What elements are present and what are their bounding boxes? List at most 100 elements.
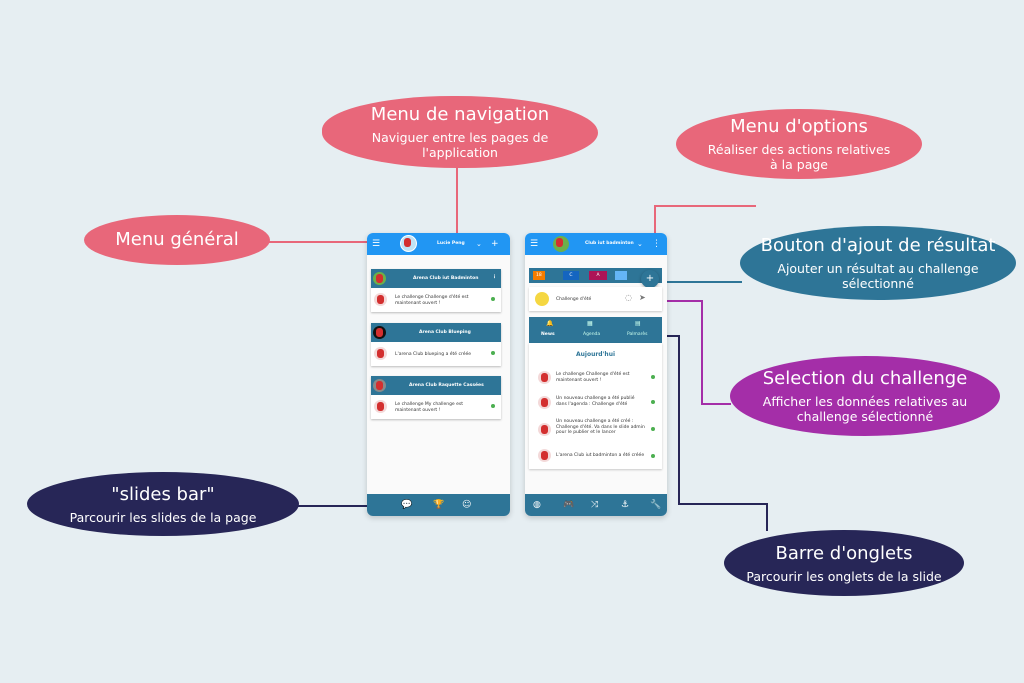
phone-club-detail: ☰ Club iut badminton ⌄ ⋮ 18 C A + Challe…	[525, 233, 667, 516]
tab-palmares[interactable]: Palmarès	[627, 332, 648, 337]
status-dot	[651, 400, 655, 404]
gamepad-icon[interactable]: 🎮	[563, 500, 575, 510]
tab-agenda[interactable]: Agenda	[583, 332, 601, 337]
avatar	[374, 347, 387, 360]
globe-icon[interactable]: ◍	[533, 500, 541, 510]
badge	[615, 271, 627, 280]
badge: A	[589, 271, 607, 280]
status-dot	[651, 454, 655, 458]
connector-ajout	[660, 281, 742, 283]
connector-onglets-h2	[678, 503, 768, 505]
callout-title: Menu d'options	[730, 116, 868, 137]
club-name: Arena Club Raquette Cassées	[409, 383, 484, 388]
club-logo-icon	[373, 272, 386, 285]
group-icon[interactable]: ☺	[462, 500, 472, 510]
shuffle-icon[interactable]: ⤨	[591, 500, 599, 510]
callout-title: Menu de navigation	[370, 104, 550, 125]
connector-onglets-v2	[766, 503, 768, 531]
slides-bar: 💬 🏆 ☺	[367, 494, 510, 516]
connector-selection-h2	[701, 403, 731, 405]
callout-menu-options: Menu d'options Réaliser des actions rela…	[676, 109, 922, 179]
avatar	[538, 371, 551, 384]
chat-icon[interactable]: 💬	[401, 500, 413, 510]
callout-bouton-ajout: Bouton d'ajout de résultat Ajouter un ré…	[740, 226, 1016, 300]
loading-icon: ◌	[625, 293, 632, 302]
club-message: L'arena Club blueping a été créée	[395, 352, 472, 357]
connector-menu-general	[268, 241, 368, 243]
callout-menu-navigation: Menu de navigation Naviguer entre les pa…	[322, 96, 598, 168]
tab-news[interactable]: News	[541, 332, 555, 337]
avatar	[374, 400, 387, 413]
club-message: Le challenge Challenge d'été est mainten…	[395, 295, 469, 306]
club-logo-icon[interactable]	[553, 236, 569, 252]
callout-title: Selection du challenge	[762, 368, 968, 389]
menu-dots-icon[interactable]: ⋮	[492, 274, 497, 280]
connector-selection-v	[701, 300, 703, 404]
slides-bar: ◍ 🎮 ⤨ ⚓ 🔧	[525, 494, 667, 516]
news-item: L'arena Club iut badminton a été créée	[556, 453, 645, 458]
badge: C	[563, 271, 579, 280]
challenge-name: Challenge d'été	[556, 297, 592, 302]
user-name: Lucie Peng	[437, 241, 465, 246]
callout-subtitle: Parcourir les slides de la page	[69, 509, 257, 525]
callout-title: "slides bar"	[111, 483, 215, 505]
callout-barre-onglets: Barre d'onglets Parcourir les onglets de…	[724, 530, 964, 596]
challenge-selector[interactable]: Challenge d'été ◌ ➤	[529, 287, 662, 311]
app-bar: ☰ Club iut badminton ⌄ ⋮	[525, 233, 667, 255]
avatar	[538, 396, 551, 409]
hamburger-menu-icon[interactable]: ☰	[372, 239, 381, 249]
callout-subtitle: Ajouter un résultat au challenge sélecti…	[777, 261, 979, 291]
club-name: Arena Club iut Badminton	[413, 276, 479, 281]
club-name: Arena Club Blueping	[419, 330, 471, 335]
hamburger-menu-icon[interactable]: ☰	[530, 239, 539, 249]
callout-title: Bouton d'ajout de résultat	[760, 235, 996, 256]
phone-clubs-list: ☰ Lucie Peng ⌄ + Arena Club iut Badminto…	[367, 233, 510, 516]
more-options-icon[interactable]: ⋮	[652, 239, 661, 249]
club-card[interactable]: Arena Club Raquette Cassées Le challenge…	[371, 376, 501, 419]
news-item: Un nouveau challenge a été créé : Challe…	[556, 419, 645, 435]
callout-subtitle: Parcourir les onglets de la slide	[746, 568, 942, 584]
connector-onglets-h1	[656, 335, 680, 337]
status-dot	[491, 297, 495, 301]
wrench-icon[interactable]: 🔧	[650, 500, 662, 510]
news-panel: Aujourd'hui Le challenge Challenge d'été…	[529, 343, 662, 469]
connector-navigation	[456, 165, 458, 237]
trophy-icon[interactable]: 🏆	[433, 500, 445, 510]
callout-title: Barre d'onglets	[775, 542, 913, 564]
news-item: Le challenge Challenge d'été est mainten…	[556, 372, 630, 383]
badge: 18	[533, 271, 545, 280]
callout-menu-general: Menu général	[84, 215, 270, 265]
avatar[interactable]	[400, 235, 417, 252]
status-dot	[651, 427, 655, 431]
club-logo-icon	[373, 379, 386, 392]
avatar	[538, 449, 551, 462]
connector-selection-h1	[655, 300, 702, 302]
callout-selection-challenge: Selection du challenge Afficher les donn…	[730, 356, 1000, 436]
callout-title: Menu général	[115, 229, 239, 250]
section-title: Aujourd'hui	[575, 351, 616, 358]
add-result-button[interactable]: +	[641, 270, 659, 288]
admin-icon[interactable]: ⚓	[621, 500, 630, 510]
chevron-down-icon[interactable]: ⌄	[476, 240, 482, 248]
callout-slides-bar: "slides bar" Parcourir les slides de la …	[27, 472, 299, 536]
club-message: Le challenge My challenge est maintenant…	[395, 402, 464, 413]
club-logo-icon	[373, 326, 386, 339]
callout-subtitle: Réaliser des actions relatives à la page	[707, 142, 891, 172]
app-bar: ☰ Lucie Peng ⌄ +	[367, 233, 510, 255]
bell-icon: 🔔	[546, 320, 554, 327]
send-icon[interactable]: ➤	[639, 293, 646, 302]
club-title: Club iut badminton	[585, 241, 634, 246]
club-card[interactable]: Arena Club Blueping L'arena Club bluepin…	[371, 323, 501, 366]
connector-slides	[297, 505, 377, 507]
avatar	[538, 423, 551, 436]
callout-subtitle: Naviguer entre les pages de l'applicatio…	[371, 130, 549, 160]
chevron-down-icon[interactable]: ⌄	[637, 240, 643, 248]
status-dot	[651, 375, 655, 379]
club-card[interactable]: Arena Club iut Badminton ⋮ Le challenge …	[371, 269, 501, 312]
challenge-icon	[535, 292, 549, 306]
news-item: Un nouveau challenge a été publié dans l…	[556, 396, 635, 407]
status-dot	[491, 404, 495, 408]
connector-options-v	[654, 205, 656, 235]
callout-subtitle: Afficher les données relatives au challe…	[762, 394, 968, 424]
add-icon[interactable]: +	[491, 239, 499, 249]
